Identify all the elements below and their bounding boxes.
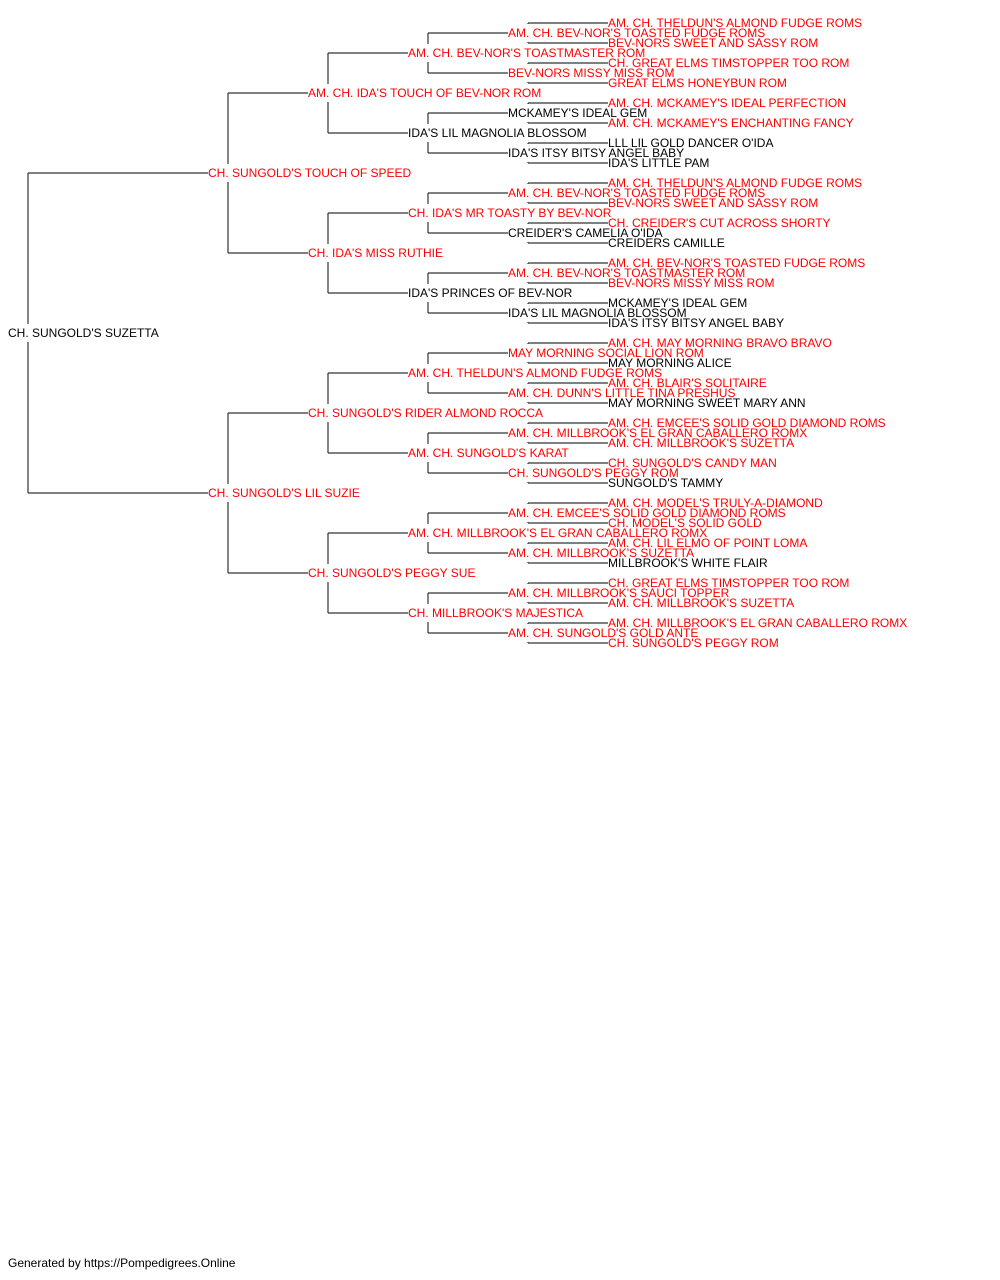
ancestor-name: IDA'S LIL MAGNOLIA BLOSSOM xyxy=(508,306,687,320)
ancestor-name: AM. CH. MILLBROOK'S SUZETTA xyxy=(608,436,794,450)
ancestor-name: CH. IDA'S MR TOASTY BY BEV-NOR xyxy=(408,206,612,220)
ancestor-name: AM. CH. IDA'S TOUCH OF BEV-NOR ROM xyxy=(308,86,541,100)
ancestor-name: AM. CH. BEV-NOR'S TOASTED FUDGE ROMS xyxy=(508,186,765,200)
ancestor-name: CH. SUNGOLD'S RIDER ALMOND ROCCA xyxy=(308,406,543,420)
ancestor-name: IDA'S LIL MAGNOLIA BLOSSOM xyxy=(408,126,587,140)
ancestor-name: CH. SUNGOLD'S PEGGY SUE xyxy=(308,566,475,580)
ancestor-name: GREAT ELMS HONEYBUN ROM xyxy=(608,76,787,90)
ancestor-name: AM. CH. MILLBROOK'S EL GRAN CABALLERO RO… xyxy=(408,526,707,540)
ancestor-name: MILLBROOK'S WHITE FLAIR xyxy=(608,556,768,570)
ancestor-name: MAY MORNING SOCIAL LION ROM xyxy=(508,346,704,360)
ancestor-name: BEV-NORS MISSY MISS ROM xyxy=(608,276,774,290)
ancestor-name: IDA'S ITSY BITSY ANGEL BABY xyxy=(508,146,684,160)
ancestor-name: AM. CH. SUNGOLD'S KARAT xyxy=(408,446,569,460)
ancestor-name: AM. CH. BEV-NOR'S TOASTED FUDGE ROMS xyxy=(608,256,865,270)
ancestor-name: CH. SUNGOLD'S LIL SUZIE xyxy=(208,486,360,500)
ancestor-name: AM. CH. BLAIR'S SOLITAIRE xyxy=(608,376,767,390)
ancestor-name: AM. CH. THELDUN'S ALMOND FUDGE ROMS xyxy=(608,16,862,30)
ancestor-name: CREIDERS CAMILLE xyxy=(608,236,725,250)
ancestor-name: CH. IDA'S MISS RUTHIE xyxy=(308,246,443,260)
ancestor-name: BEV-NORS SWEET AND SASSY ROM xyxy=(608,36,818,50)
ancestor-name: AM. CH. EMCEE'S SOLID GOLD DIAMOND ROMS xyxy=(508,506,786,520)
ancestor-name: AM. CH. BEV-NOR'S TOASTED FUDGE ROMS xyxy=(508,26,765,40)
ancestor-name: AM. CH. EMCEE'S SOLID GOLD DIAMOND ROMS xyxy=(608,416,886,430)
ancestor-name: MCKAMEY'S IDEAL GEM xyxy=(608,296,747,310)
ancestor-name: AM. CH. MODEL'S TRULY-A-DIAMOND xyxy=(608,496,823,510)
ancestor-name: CH. SUNGOLD'S PEGGY ROM xyxy=(508,466,679,480)
ancestor-name: MAY MORNING SWEET MARY ANN xyxy=(608,396,806,410)
ancestor-name: CH. GREAT ELMS TIMSTOPPER TOO ROM xyxy=(608,56,849,70)
ancestor-name: CH. SUNGOLD'S PEGGY ROM xyxy=(608,636,779,650)
ancestor-name: CH. SUNGOLD'S TOUCH OF SPEED xyxy=(208,166,412,180)
ancestor-name: MCKAMEY'S IDEAL GEM xyxy=(508,106,647,120)
ancestor-name: CH. SUNGOLD'S CANDY MAN xyxy=(608,456,777,470)
ancestor-name: AM. CH. DUNN'S LITTLE TINA PRESHUS xyxy=(508,386,735,400)
ancestor-name: AM. CH. MCKAMEY'S IDEAL PERFECTION xyxy=(608,96,846,110)
generated-by-footer: Generated by https://Pompedigrees.Online xyxy=(8,1256,236,1270)
ancestor-name: CH. CREIDER'S CUT ACROSS SHORTY xyxy=(608,216,831,230)
ancestor-name: IDA'S PRINCES OF BEV-NOR xyxy=(408,286,573,300)
ancestor-name: AM. CH. MILLBROOK'S SAUCI TOPPER xyxy=(508,586,730,600)
ancestor-name: CH. SUNGOLD'S SUZETTA xyxy=(8,326,159,340)
ancestor-name: CH. MODEL'S SOLID GOLD xyxy=(608,516,762,530)
ancestor-name: AM. CH. MILLBROOK'S EL GRAN CABALLERO RO… xyxy=(608,616,907,630)
ancestor-name: BEV-NORS SWEET AND SASSY ROM xyxy=(608,196,818,210)
ancestor-name: AM. CH. SUNGOLD'S GOLD ANTE xyxy=(508,626,698,640)
ancestor-name: AM. CH. BEV-NOR'S TOASTMASTER ROM xyxy=(508,266,745,280)
ancestor-name: AM. CH. THELDUN'S ALMOND FUDGE ROMS xyxy=(608,176,862,190)
ancestor-name: AM. CH. MILLBROOK'S SUZETTA xyxy=(608,596,794,610)
ancestor-name: IDA'S ITSY BITSY ANGEL BABY xyxy=(608,316,784,330)
ancestor-name: AM. CH. MAY MORNING BRAVO BRAVO xyxy=(608,336,832,350)
ancestor-name: BEV-NORS MISSY MISS ROM xyxy=(508,66,674,80)
ancestor-name: AM. CH. MCKAMEY'S ENCHANTING FANCY xyxy=(608,116,854,130)
ancestor-name: MAY MORNING ALICE xyxy=(608,356,732,370)
ancestor-name: IDA'S LITTLE PAM xyxy=(608,156,709,170)
ancestor-name: AM. CH. MILLBROOK'S SUZETTA xyxy=(508,546,694,560)
ancestor-name: CH. MILLBROOK'S MAJESTICA xyxy=(408,606,583,620)
ancestor-name: AM. CH. THELDUN'S ALMOND FUDGE ROMS xyxy=(408,366,662,380)
ancestor-name: CH. GREAT ELMS TIMSTOPPER TOO ROM xyxy=(608,576,849,590)
ancestor-name: LLL LIL GOLD DANCER O'IDA xyxy=(608,136,773,150)
ancestor-name: AM. CH. BEV-NOR'S TOASTMASTER ROM xyxy=(408,46,645,60)
ancestor-name: AM. CH. MILLBROOK'S EL GRAN CABALLERO RO… xyxy=(508,426,807,440)
ancestor-name: CREIDER'S CAMELIA O'IDA xyxy=(508,226,663,240)
ancestor-name: SUNGOLD'S TAMMY xyxy=(608,476,723,490)
ancestor-name: AM. CH. LIL ELMO OF POINT LOMA xyxy=(608,536,807,550)
